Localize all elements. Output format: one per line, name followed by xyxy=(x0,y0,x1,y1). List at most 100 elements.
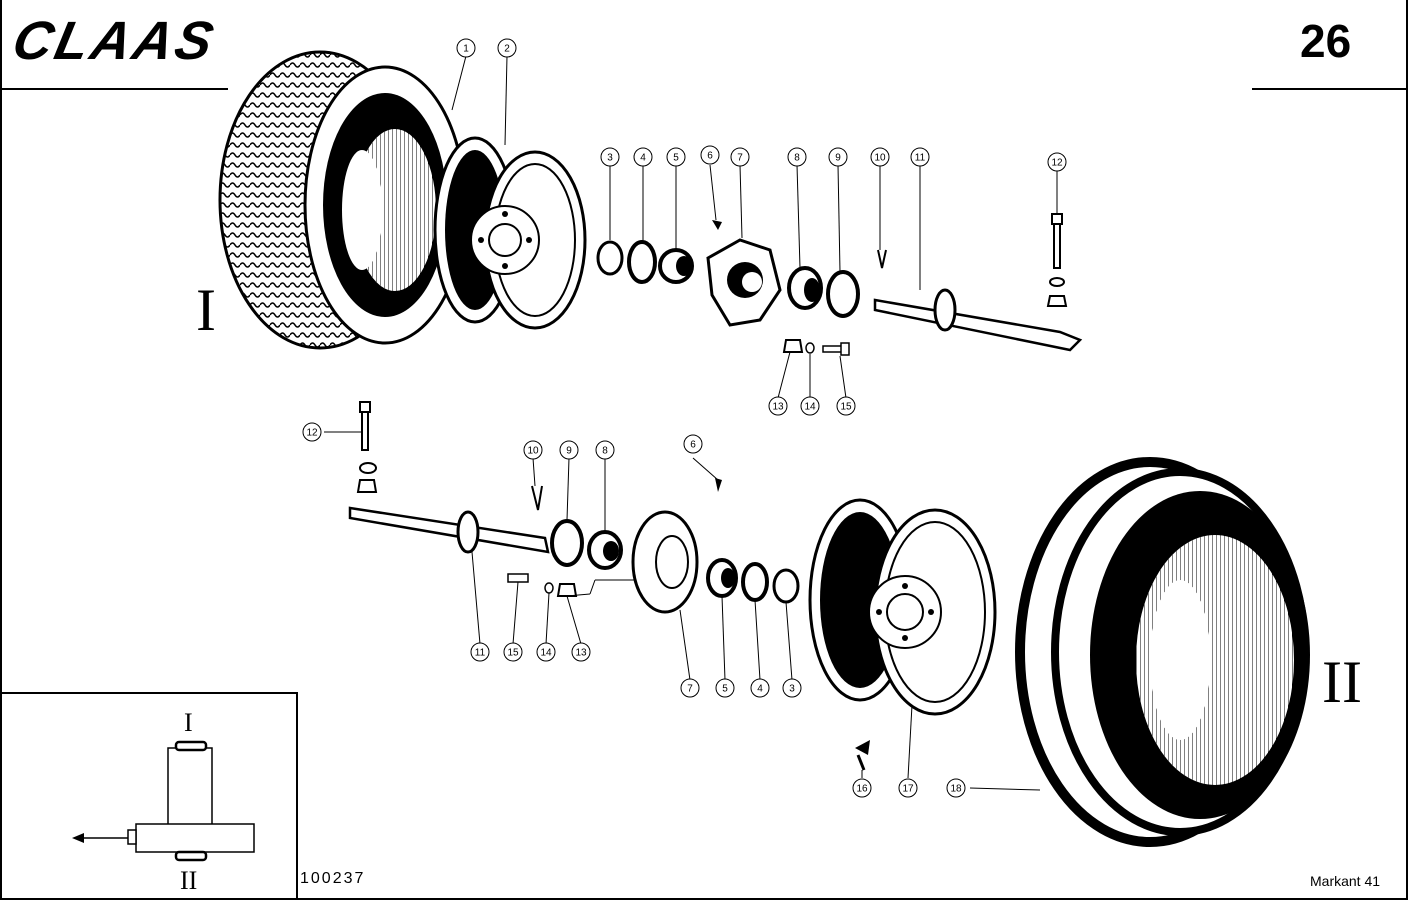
callout-number: 8 xyxy=(794,153,800,164)
callout-upper-4: 4 xyxy=(633,147,653,167)
callout-number: 9 xyxy=(835,153,841,164)
callout-number: 3 xyxy=(607,153,613,164)
callout-lower-4: 4 xyxy=(750,678,770,698)
callout-lower-14: 14 xyxy=(536,642,556,662)
callout-upper-14: 14 xyxy=(800,396,820,416)
callout-lower-9: 9 xyxy=(559,440,579,460)
drawing-number: 100237 xyxy=(300,870,366,887)
callout-lower-16: 16 xyxy=(852,778,872,798)
callout-number: 15 xyxy=(840,402,852,413)
callout-circle xyxy=(571,642,591,662)
frame-right xyxy=(1406,0,1408,900)
assembly-label-upper: I xyxy=(196,277,216,343)
callout-upper-15: 15 xyxy=(836,396,856,416)
callout-upper-5: 5 xyxy=(666,147,686,167)
callout-number: 7 xyxy=(687,684,693,695)
callout-circle xyxy=(683,434,703,454)
upper-tire xyxy=(218,50,467,350)
callout-number: 11 xyxy=(475,648,486,659)
callout-number: 15 xyxy=(507,648,519,659)
callout-circle xyxy=(750,678,770,698)
upper-leaders xyxy=(451,55,1058,399)
callout-number: 14 xyxy=(540,648,552,659)
callout-circle xyxy=(730,147,750,167)
inset-label-bottom: II xyxy=(180,866,198,895)
callout-number: 12 xyxy=(306,428,318,439)
callout-upper-9: 9 xyxy=(828,147,848,167)
callout-upper-8: 8 xyxy=(787,147,807,167)
callout-number: 10 xyxy=(874,153,886,164)
callout-upper-7: 7 xyxy=(730,147,750,167)
callout-number: 6 xyxy=(707,151,713,162)
callout-number: 16 xyxy=(856,784,868,795)
callout-circle xyxy=(595,440,615,460)
callout-circle xyxy=(559,440,579,460)
callout-circle xyxy=(946,778,966,798)
callout-upper-11: 11 xyxy=(910,147,930,167)
callout-number: 2 xyxy=(504,44,510,55)
callout-lower-10: 10 xyxy=(523,440,543,460)
callout-upper-13: 13 xyxy=(768,396,788,416)
callout-number: 12 xyxy=(1051,158,1063,169)
frame-bottom xyxy=(0,898,1408,900)
callout-number: 4 xyxy=(640,153,646,164)
upper-bolt-12 xyxy=(1046,213,1068,307)
callout-number: 5 xyxy=(722,684,728,695)
callout-circle xyxy=(870,147,890,167)
frame-left xyxy=(0,0,2,900)
callout-circle xyxy=(828,147,848,167)
callout-number: 10 xyxy=(527,446,539,457)
callout-circle xyxy=(633,147,653,167)
callout-lower-7: 7 xyxy=(680,678,700,698)
callout-lower-8: 8 xyxy=(595,440,615,460)
callout-upper-2: 2 xyxy=(497,38,517,58)
lower-axle xyxy=(348,506,550,554)
callout-circle xyxy=(898,778,918,798)
lower-leaders xyxy=(324,431,1041,791)
lower-bolt-12 xyxy=(356,401,378,493)
callout-number: 14 xyxy=(804,402,816,413)
callout-number: 18 xyxy=(950,784,962,795)
callout-number: 8 xyxy=(602,446,608,457)
callout-circle xyxy=(536,642,556,662)
lower-small-parts xyxy=(507,573,870,771)
inset-label-top: I xyxy=(184,708,193,737)
callout-lower-11: 11 xyxy=(470,642,490,662)
callout-circle xyxy=(666,147,686,167)
callout-number: 7 xyxy=(737,153,743,164)
callout-circle xyxy=(503,642,523,662)
callout-number: 4 xyxy=(757,684,763,695)
callout-circle xyxy=(600,147,620,167)
assembly-label-lower: II xyxy=(1322,649,1362,715)
callout-upper-3: 3 xyxy=(600,147,620,167)
model-name: Markant 41 xyxy=(1310,873,1381,889)
upper-rim xyxy=(433,136,587,330)
callout-lower-17: 17 xyxy=(898,778,918,798)
callout-lower-15: 15 xyxy=(503,642,523,662)
page-number: 26 xyxy=(1300,15,1352,67)
header-rule-left xyxy=(0,88,228,90)
callout-lower-18: 18 xyxy=(946,778,966,798)
lower-tire xyxy=(1015,457,1310,847)
callout-circle xyxy=(497,38,517,58)
callout-upper-6: 6 xyxy=(700,145,720,165)
callout-lower-6: 6 xyxy=(683,434,703,454)
callout-circle xyxy=(787,147,807,167)
inset-top-rule xyxy=(0,692,298,694)
callout-upper-1: 1 xyxy=(456,38,476,58)
lower-rim xyxy=(808,498,997,716)
callout-circle xyxy=(715,678,735,698)
callout-circle xyxy=(456,38,476,58)
callout-number: 6 xyxy=(690,440,696,451)
callout-upper-12: 12 xyxy=(1047,152,1067,172)
lower-hub-parts xyxy=(531,478,800,614)
callout-number: 3 xyxy=(789,684,795,695)
callout-number: 11 xyxy=(915,153,926,164)
callout-circle xyxy=(523,440,543,460)
callout-number: 5 xyxy=(673,153,679,164)
callout-circle xyxy=(700,145,720,165)
inset-sketch xyxy=(72,740,255,862)
